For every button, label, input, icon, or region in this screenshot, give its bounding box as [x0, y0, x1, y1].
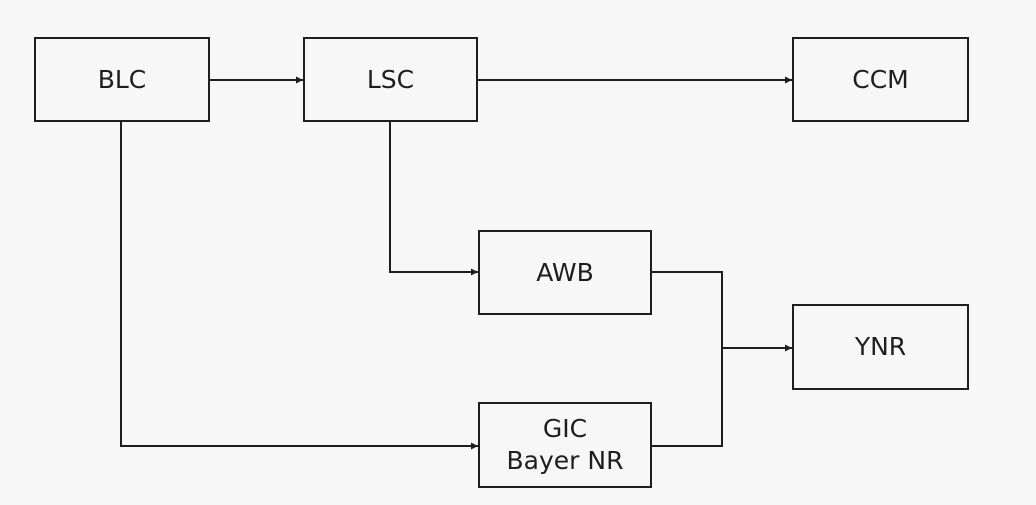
edge-awb-ynr [652, 271, 723, 348]
awb-node: AWB [478, 230, 652, 315]
blc-label: BLC [97, 64, 147, 94]
blc-node: BLC [34, 37, 210, 122]
gic-label: GIC [542, 414, 588, 443]
ccm-label: CCM [852, 64, 909, 94]
ynr-node: YNR [792, 304, 969, 390]
ynr-label: YNR [854, 332, 907, 361]
edge-lsc-awb [389, 122, 478, 276]
edge-blc-gic [120, 122, 478, 450]
bayer-nr-label: Bayer NR [506, 446, 624, 475]
awb-label: AWB [536, 257, 594, 287]
lsc-label: LSC [366, 64, 415, 94]
gic-bayer-nr-node: GIC Bayer NR [478, 402, 652, 488]
edge-gic-ynr [652, 348, 723, 447]
ccm-node: CCM [792, 37, 969, 122]
lsc-node: LSC [303, 37, 478, 122]
